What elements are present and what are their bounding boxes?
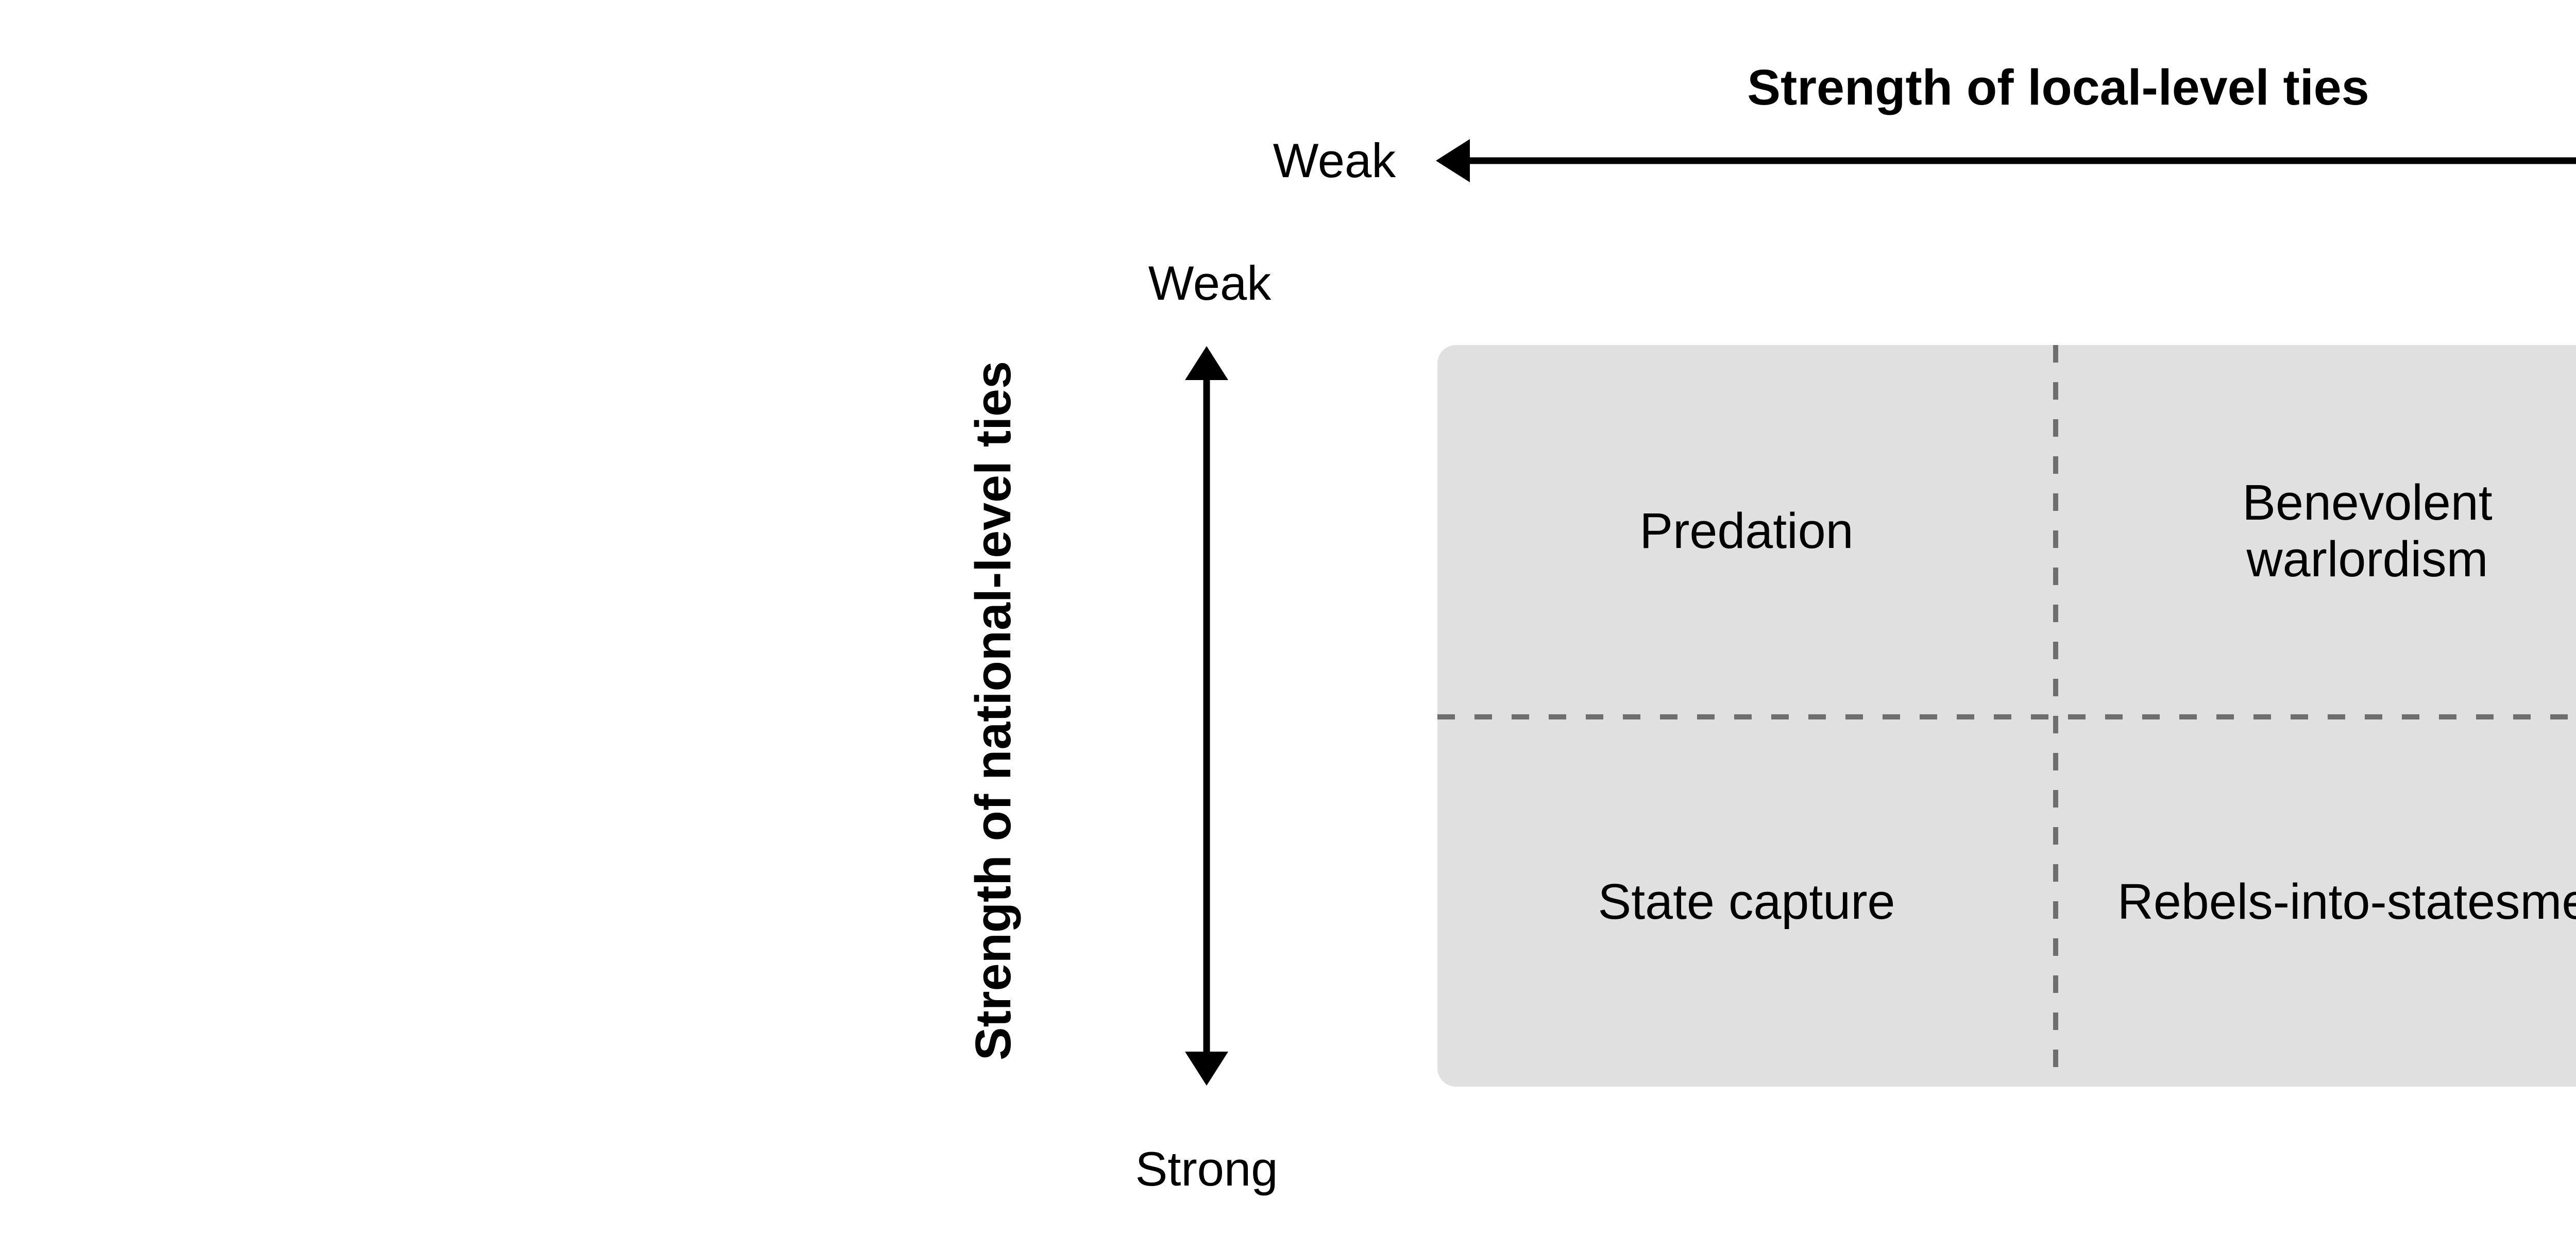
quadrant-bottom-left: State capture <box>1437 717 2056 1087</box>
quadrant-top-left: Predation <box>1437 345 2056 717</box>
y-axis-arrowhead-bottom-icon <box>1185 1052 1228 1086</box>
quadrant-top-left-label: Predation <box>1639 503 1854 559</box>
y-axis-arrowhead-top-icon <box>1185 346 1228 380</box>
quadrant-top-right-label: Benevolent warlordism <box>2242 474 2493 587</box>
x-axis-weak-label: Weak <box>1273 133 1396 187</box>
quadrant-top-right: Benevolent warlordism <box>2056 345 2576 717</box>
x-axis-title: Strength of local-level ties <box>1747 59 2369 115</box>
quadrant-bottom-left-label: State capture <box>1598 873 1895 930</box>
y-axis-strong-label: Strong <box>1135 1142 1278 1196</box>
x-axis-arrowhead-left-icon <box>1436 139 1470 182</box>
quadrant-bottom-right-label: Rebels-into-statesmen <box>2117 873 2576 930</box>
y-axis-title: Strength of national-level ties <box>965 360 1021 1061</box>
y-axis-weak-label: Weak <box>1148 256 1272 310</box>
quadrant-bottom-right: Rebels-into-statesmen <box>2056 717 2576 1087</box>
